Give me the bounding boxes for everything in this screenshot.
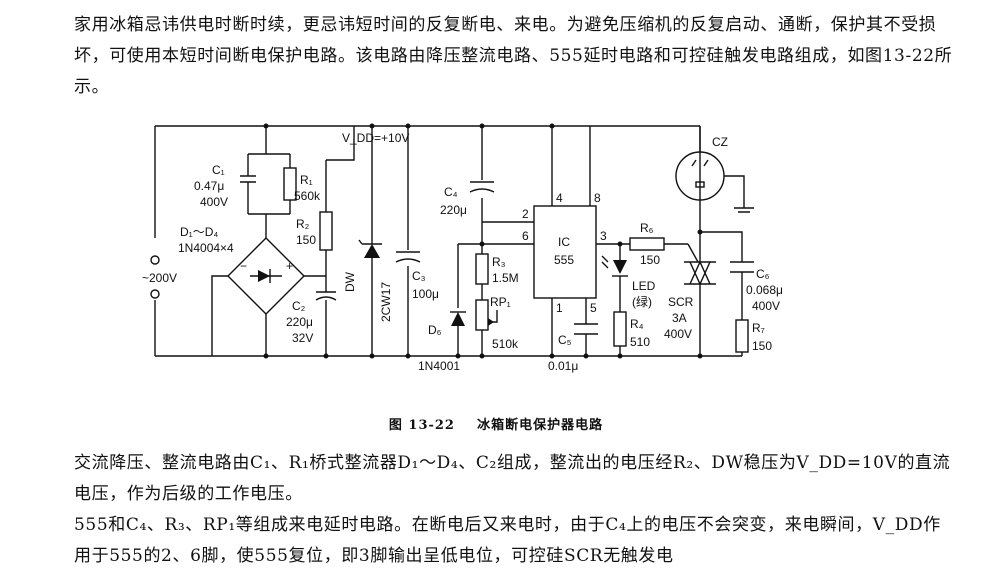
c2-label: C₂: [292, 299, 306, 313]
ac-terminal-bottom: [150, 289, 160, 299]
r2-value: 150: [296, 233, 316, 247]
scr-voltage: 400V: [664, 327, 692, 341]
c3-value: 100μ: [412, 287, 439, 301]
r2-resistor: [319, 211, 333, 251]
rp1-label: RP₁: [490, 295, 511, 309]
body-paragraph-2: 555和C₄、R₃、RP₁等组成来电延时电路。在断电后又来电时，由于C₄上的电压…: [74, 515, 941, 566]
c3-capacitor: [395, 251, 421, 263]
c2-voltage: 32V: [292, 331, 313, 345]
r3-value: 1.5M: [492, 271, 519, 285]
d6-value: 1N4001: [418, 359, 460, 373]
r4-resistor: [613, 311, 627, 347]
d6-diode-icon: [451, 312, 465, 326]
bridge-diode-icon: [258, 270, 270, 282]
c1-r1-branch: [247, 126, 291, 238]
caption-number: 图 13-22: [388, 418, 455, 433]
pin-3-label: 3: [600, 229, 607, 243]
led-color: (绿): [632, 294, 652, 309]
bridge-minus: −: [240, 259, 247, 273]
r1-resistor: [283, 167, 297, 201]
r1-value: 560k: [294, 189, 321, 203]
led-label: LED: [632, 279, 656, 293]
r3-label: R₃: [492, 255, 506, 269]
figure-caption: 图 13-22 冰箱断电保护器电路: [0, 414, 992, 433]
body-paragraph-1: 交流降压、整流电路由C₁、R₁桥式整流器D₁～D₄、C₂组成，整流出的电压经R₂…: [74, 453, 951, 504]
r6-label: R₆: [640, 221, 654, 235]
ground-symbol: [724, 175, 754, 213]
pin-5-label: 5: [590, 301, 597, 315]
c4-capacitor: [469, 181, 495, 193]
ic-label: IC: [558, 235, 570, 249]
r4-value: 510: [630, 335, 650, 349]
ac-terminal-top: [150, 255, 160, 265]
bridge-label: D₁～D₄: [180, 225, 218, 239]
c3-label: C₃: [412, 269, 426, 283]
r6-value: 150: [640, 253, 660, 267]
rp1-potentiometer: [475, 299, 489, 331]
c1-value: 0.47μ: [194, 179, 224, 193]
c6-voltage: 400V: [752, 299, 780, 313]
c2-capacitor: [315, 291, 337, 301]
pin-8-label: 8: [594, 191, 601, 205]
c1-voltage: 400V: [200, 195, 228, 209]
r2-label: R₂: [296, 217, 310, 231]
bridge-value: 1N4004×4: [178, 241, 234, 255]
socket-label: CZ: [712, 135, 728, 149]
junction-dots: [263, 123, 703, 359]
scr-triac: [684, 260, 716, 286]
c6-capacitor: [730, 261, 754, 273]
ac-input-label: ~200V: [142, 271, 177, 285]
ic-value: 555: [554, 253, 574, 267]
c2-value: 220μ: [286, 315, 313, 329]
led-icon: [613, 260, 627, 274]
bridge-plus: +: [286, 259, 293, 273]
pin-6-label: 6: [522, 229, 529, 243]
r6-resistor: [629, 237, 665, 251]
zener-diode-icon: [364, 244, 380, 258]
c1-capacitor: [240, 175, 256, 183]
c6-value: 0.068μ: [746, 283, 783, 297]
dw-label: DW: [343, 271, 357, 292]
intro-paragraph: 家用冰箱忌讳供电时断时续，更忌讳短时间的反复断电、来电。为避免压缩机的反复启动、…: [74, 15, 953, 97]
r3-resistor: [475, 253, 489, 285]
pin-2-label: 2: [522, 207, 529, 221]
c6-label: C₆: [756, 267, 770, 281]
c4-value: 220μ: [440, 203, 467, 217]
scr-label: SCR: [668, 295, 694, 309]
r4-label: R₄: [630, 317, 644, 331]
r7-label: R₇: [752, 321, 765, 335]
ic-555-chip: [533, 205, 597, 299]
c1-label: C₁: [212, 163, 225, 177]
pin-4-label: 4: [556, 191, 563, 205]
pin-1-label: 1: [556, 301, 563, 315]
body-text: 交流降压、整流电路由C₁、R₁桥式整流器D₁～D₄、C₂组成，整流出的电压经R₂…: [74, 448, 954, 572]
r1-label: R₁: [300, 173, 313, 187]
c5-value: 0.01μ: [548, 359, 578, 373]
vdd-label: V_DD=+10V: [342, 131, 409, 145]
scr-current: 3A: [672, 311, 687, 325]
r7-resistor: [735, 319, 749, 353]
dw-value: 2CW17: [379, 282, 393, 322]
c5-capacitor: [574, 323, 598, 335]
c4-label: C₄: [444, 185, 458, 199]
c5-label: C₅: [558, 333, 572, 347]
d6-label: D₆: [428, 323, 442, 337]
r7-value: 150: [752, 339, 772, 353]
caption-title: 冰箱断电保护器电路: [477, 418, 604, 433]
rp1-value: 510k: [492, 337, 519, 351]
